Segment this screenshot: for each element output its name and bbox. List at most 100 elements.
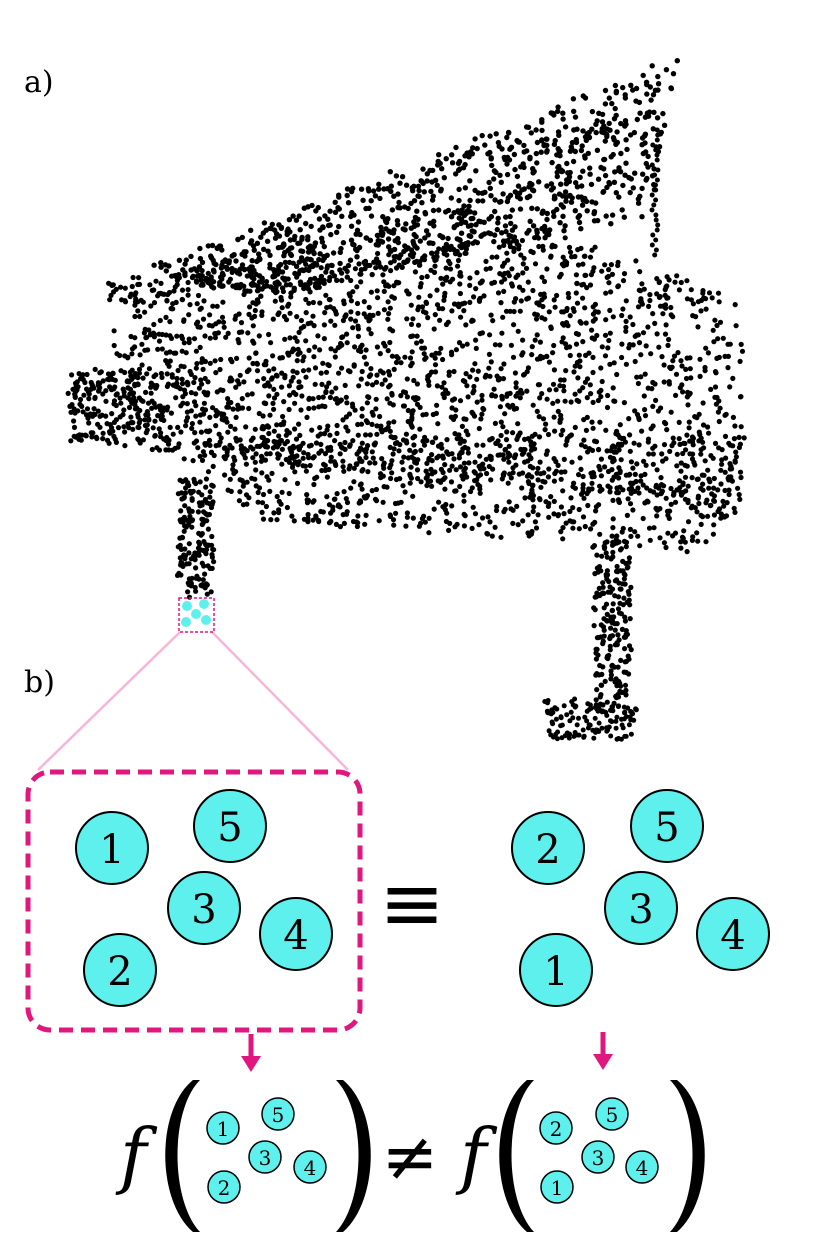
cloud-point [385, 424, 391, 430]
cloud-point [504, 161, 510, 167]
cloud-point [147, 282, 153, 288]
cloud-point [364, 419, 371, 426]
cloud-point [197, 419, 203, 425]
cloud-point [385, 236, 392, 242]
cloud-point [585, 725, 591, 731]
cloud-point [190, 273, 196, 279]
cloud-point [367, 262, 373, 268]
cloud-point [334, 422, 340, 429]
cloud-point [648, 426, 654, 432]
cloud-point [620, 725, 626, 731]
cloud-point [580, 261, 586, 267]
cloud-point [508, 475, 514, 481]
cloud-point [650, 311, 656, 317]
cloud-point [514, 173, 521, 180]
cloud-point [228, 356, 234, 362]
cloud-point [356, 383, 362, 389]
cloud-point [559, 735, 565, 741]
cloud-point [130, 391, 136, 397]
cloud-point [274, 493, 280, 500]
cloud-point [453, 467, 459, 473]
cloud-point [515, 390, 521, 396]
cloud-point [616, 194, 622, 200]
cloud-point [675, 350, 681, 356]
cloud-point [350, 438, 356, 444]
cloud-point [305, 511, 311, 518]
cloud-point [497, 199, 503, 205]
cloud-point [391, 254, 397, 260]
cloud-point [386, 384, 392, 390]
cloud-point [497, 271, 503, 277]
cloud-point [276, 498, 282, 504]
cloud-point [589, 480, 595, 486]
cloud-point [355, 326, 361, 332]
cloud-point [355, 333, 361, 339]
cloud-point [248, 238, 255, 244]
cloud-point [318, 265, 324, 271]
cloud-point [300, 455, 306, 461]
cloud-point [318, 441, 324, 447]
cloud-point [332, 496, 338, 502]
cloud-point [684, 549, 690, 555]
cloud-point [269, 470, 275, 476]
arrow-down-left [241, 1034, 261, 1072]
cloud-point [569, 459, 575, 465]
cloud-point [451, 416, 457, 422]
cloud-point [158, 264, 164, 270]
cloud-point [495, 215, 501, 221]
cloud-point [414, 381, 420, 387]
cloud-point [655, 167, 661, 173]
cloud-point [251, 340, 257, 346]
cloud-point [455, 257, 462, 264]
cloud-point [642, 500, 648, 506]
cloud-point [560, 488, 566, 494]
cloud-point [461, 460, 467, 466]
cloud-point [89, 434, 95, 440]
cloud-point [205, 243, 211, 249]
cloud-point [344, 186, 351, 192]
cloud-point [660, 110, 666, 117]
cloud-point [678, 460, 684, 466]
cloud-point [415, 216, 421, 222]
cloud-point [85, 413, 91, 419]
cloud-point [72, 394, 78, 400]
cloud-point [388, 475, 394, 482]
point-label: 2 [550, 1117, 563, 1141]
cloud-point [571, 733, 577, 739]
function-symbol: f [115, 1113, 158, 1197]
cloud-point [487, 519, 493, 525]
cloud-point [459, 219, 466, 225]
cloud-point [649, 192, 655, 198]
cloud-point [264, 238, 271, 244]
cloud-point [334, 229, 340, 235]
cloud-point [192, 553, 198, 559]
cloud-point [488, 359, 494, 365]
cloud-point [443, 321, 450, 328]
cloud-point [591, 623, 597, 629]
cloud-point [376, 181, 382, 187]
cloud-point [182, 271, 188, 277]
cloud-point [427, 293, 433, 299]
cloud-point [250, 243, 257, 249]
zoom-point [182, 601, 192, 611]
cloud-point [519, 390, 525, 396]
cloud-point [187, 513, 193, 520]
point-label: 4 [720, 913, 745, 959]
cloud-point [584, 708, 590, 714]
cloud-point [560, 427, 566, 433]
cloud-point [465, 446, 471, 452]
cloud-point [503, 214, 509, 220]
cloud-point [366, 304, 372, 310]
point-circle [83, 933, 157, 1007]
cloud-point [235, 402, 241, 408]
cloud-point [638, 473, 644, 479]
cloud-point [627, 448, 633, 454]
cloud-point [327, 297, 333, 303]
cloud-point [390, 451, 396, 457]
cloud-point [375, 237, 381, 244]
cloud-point [351, 212, 357, 218]
cloud-point [603, 550, 609, 556]
cloud-point [368, 213, 375, 219]
cloud-point [618, 586, 624, 592]
cloud-point [653, 237, 659, 243]
